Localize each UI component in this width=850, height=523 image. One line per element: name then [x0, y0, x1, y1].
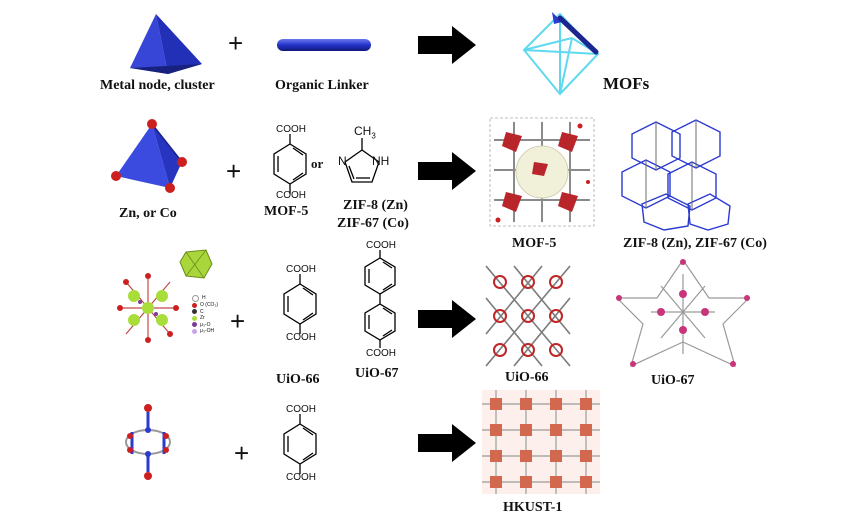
- zif-framework-image: [621, 119, 731, 231]
- legend-label: O (CO₂): [200, 302, 219, 308]
- terephthalic-acid-structure: [283, 414, 317, 474]
- metal-node-label: Metal node, cluster: [100, 78, 215, 93]
- legend-label: μ₃-OH: [200, 328, 215, 334]
- organic-linker-label: Organic Linker: [275, 78, 369, 93]
- atom-legend: H O (CO₂) C Zr μ₃-O μ₃-OH: [192, 295, 218, 335]
- cooh-group: COOH: [366, 348, 396, 359]
- n-atom: N: [338, 154, 347, 168]
- or-text: or: [311, 156, 324, 171]
- zif-product-label: ZIF-8 (Zn), ZIF-67 (Co): [623, 236, 767, 251]
- methylimidazole-structure: [344, 138, 380, 183]
- cooh-group: COOH: [286, 404, 316, 415]
- zr-polyhedron-icon: [179, 249, 213, 279]
- terephthalic-acid-structure: [273, 134, 307, 194]
- reaction-arrow-icon: [418, 300, 476, 338]
- zn-co-tetrahedral-node-icon: [111, 119, 187, 193]
- terephthalic-acid-structure: [283, 274, 317, 334]
- zr-cluster-image: [117, 273, 179, 343]
- cooh-group: COOH: [286, 472, 316, 483]
- ch3-group: CH3: [354, 124, 376, 141]
- copper-paddlewheel-image: [125, 404, 171, 480]
- mof-5-product-label: MOF-5: [512, 236, 557, 251]
- uio-66-linker-label: UiO-66: [276, 372, 320, 387]
- organic-linker-rod-icon: [277, 39, 371, 51]
- plus-sign: +: [230, 306, 246, 336]
- uio-67-framework-image: [615, 258, 751, 368]
- legend-label: H: [202, 295, 206, 302]
- reaction-arrow-icon: [418, 152, 476, 190]
- biphenyl-dicarboxylic-acid-structure: [364, 250, 396, 348]
- mof-cage-octahedron-icon: [522, 12, 600, 96]
- mofs-label: MOFs: [603, 74, 650, 93]
- cooh-group: COOH: [366, 240, 396, 251]
- hkust-1-framework-image: [482, 390, 600, 494]
- mof-5-linker-label: MOF-5: [264, 204, 309, 219]
- cooh-group: COOH: [286, 264, 316, 275]
- uio-67-product-label: UiO-67: [651, 373, 695, 388]
- hkust-1-label: HKUST-1: [503, 500, 563, 515]
- cooh-group: COOH: [286, 332, 316, 343]
- uio-66-product-label: UiO-66: [505, 370, 549, 385]
- zif-67-label: ZIF-67 (Co): [337, 216, 409, 231]
- legend-label: μ₃-O: [200, 321, 211, 328]
- nh-group: NH: [372, 154, 390, 168]
- legend-label: Zr: [200, 315, 205, 321]
- plus-sign: +: [234, 438, 250, 468]
- cooh-group: COOH: [276, 190, 306, 201]
- legend-label: C: [200, 308, 204, 315]
- zif-8-label: ZIF-8 (Zn): [343, 198, 408, 213]
- reaction-arrow-icon: [418, 424, 476, 462]
- mof-5-framework-image: [489, 117, 595, 227]
- plus-sign: +: [228, 28, 244, 58]
- reaction-arrow-icon: [418, 26, 476, 64]
- zn-co-label: Zn, or Co: [119, 206, 177, 221]
- cooh-group: COOH: [276, 124, 306, 135]
- plus-sign: +: [226, 156, 242, 186]
- uio-66-framework-image: [485, 265, 571, 367]
- uio-67-linker-label: UiO-67: [355, 366, 399, 381]
- metal-node-tetrahedron-icon: [130, 14, 202, 74]
